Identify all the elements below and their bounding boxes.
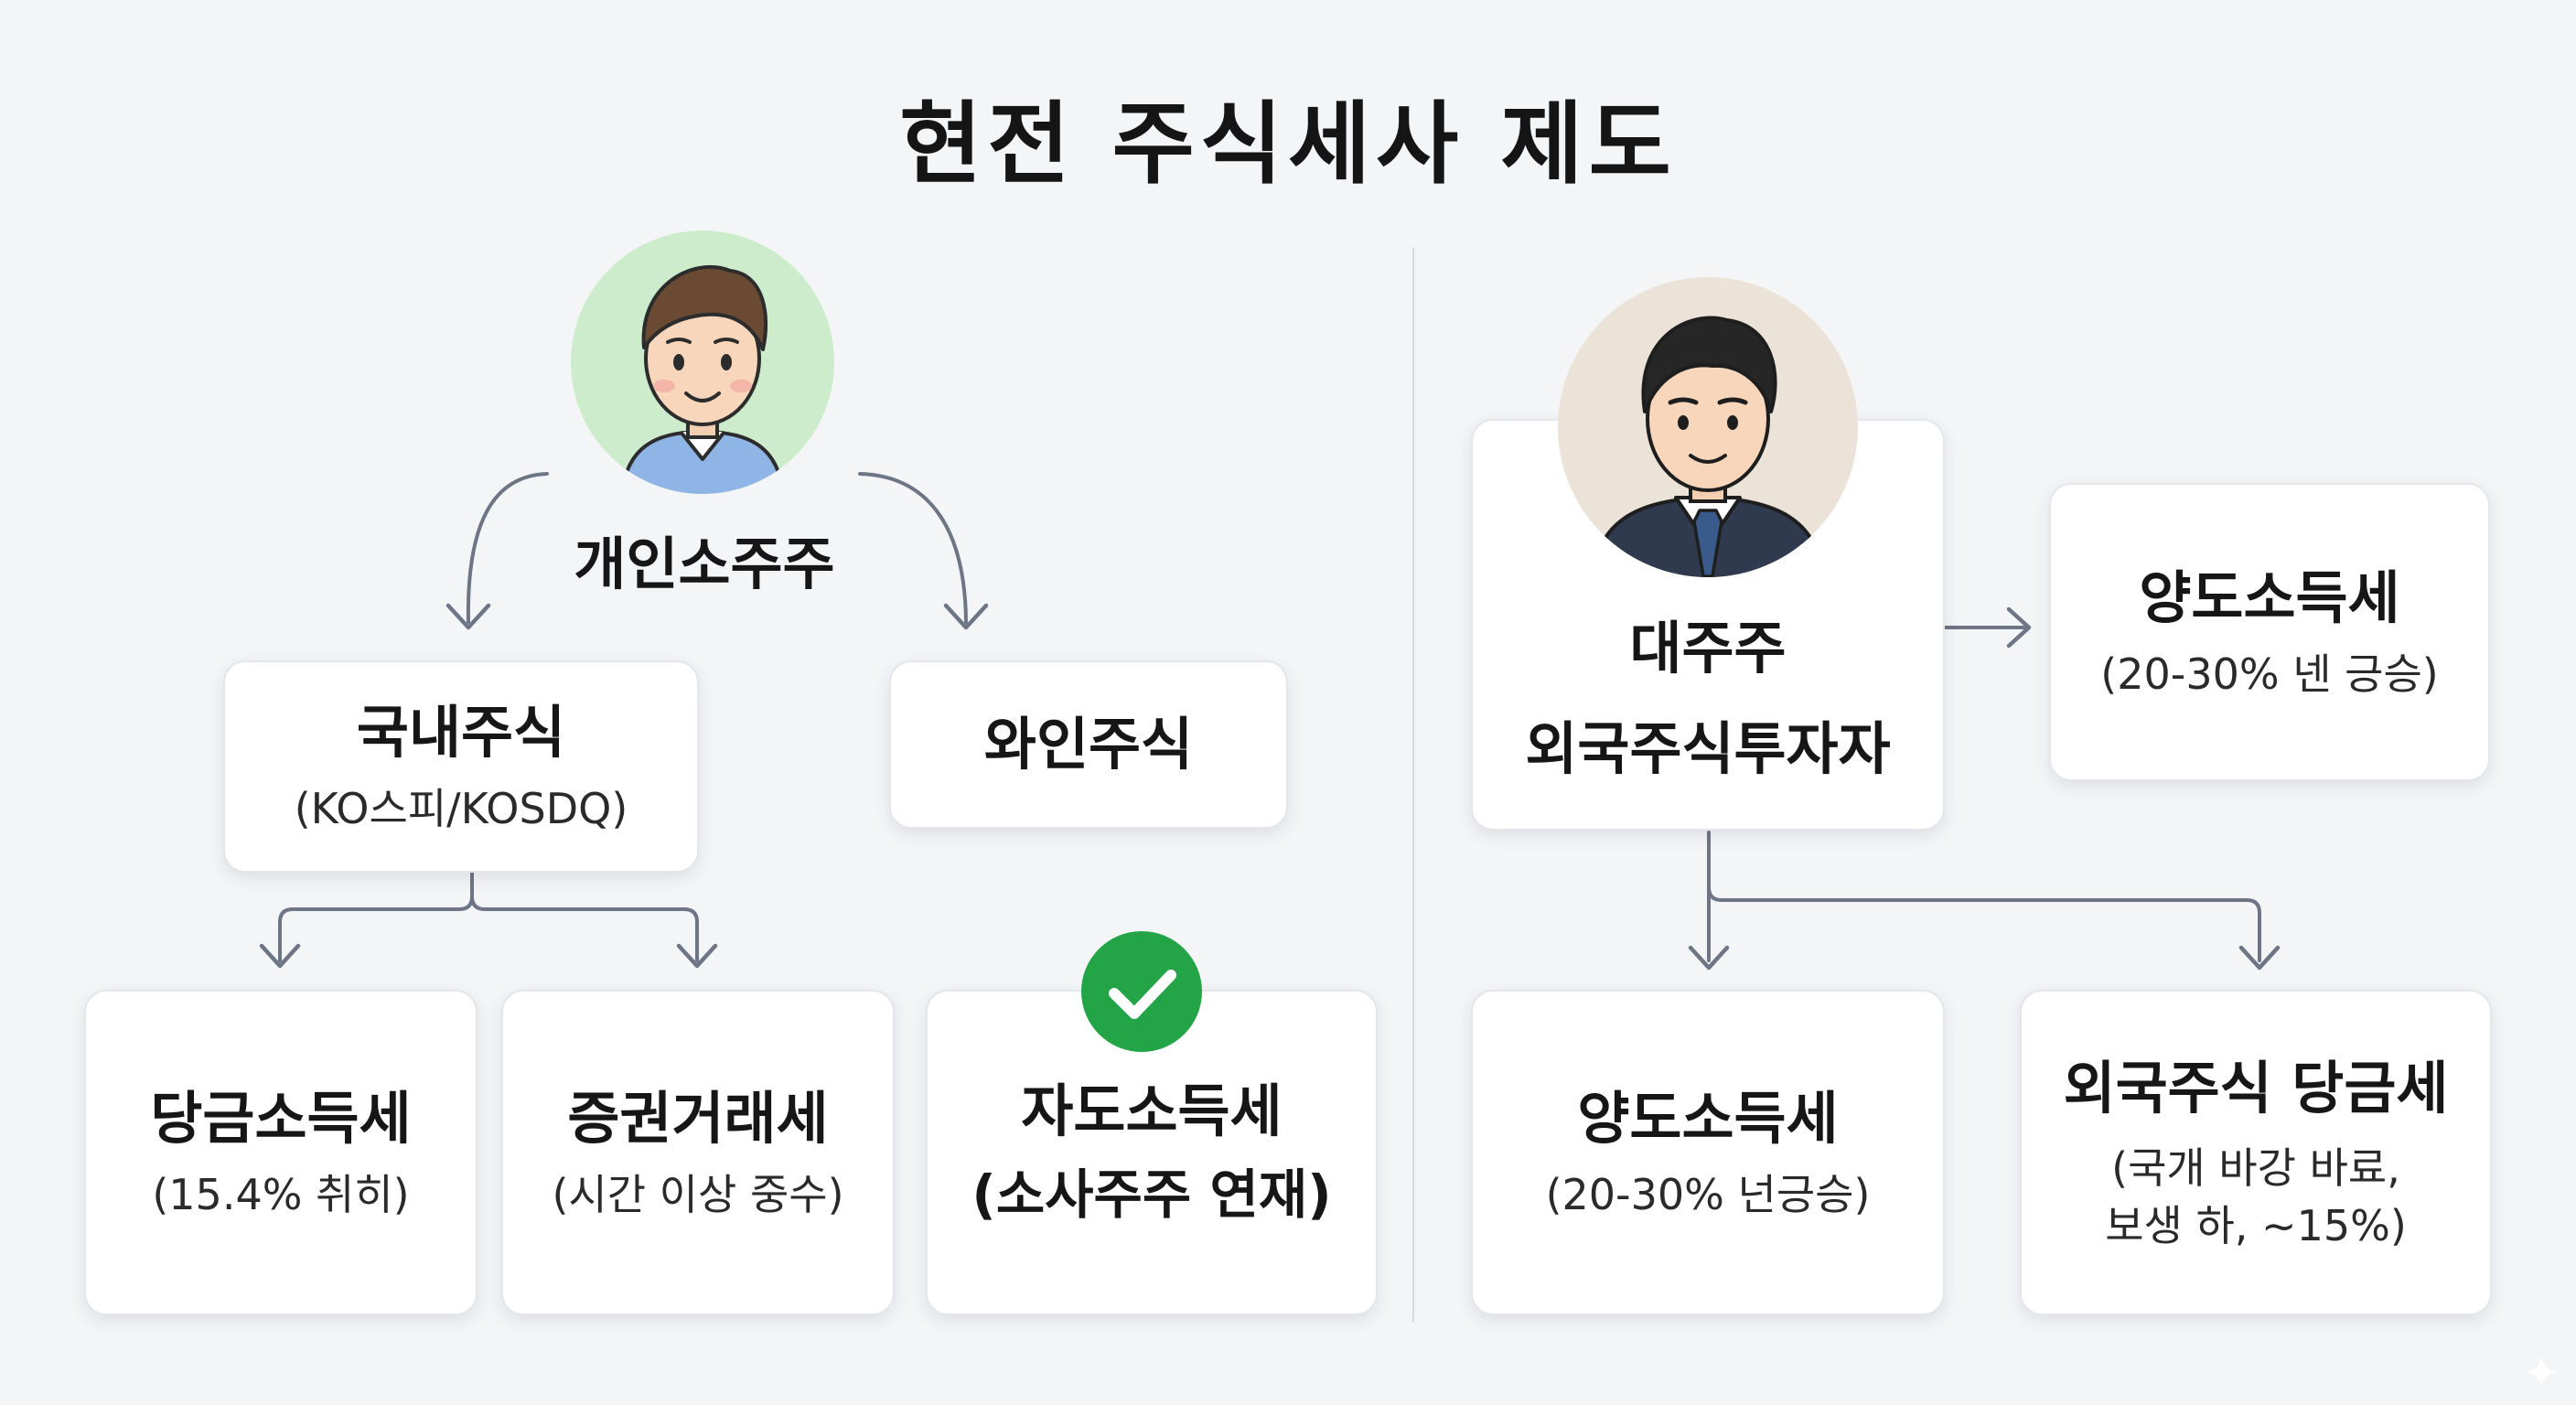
check-circle-icon — [1079, 929, 1204, 1054]
domestic-stock-title: 국내주식 — [357, 696, 565, 768]
domestic-stock-card: 국내주식 (KO스피/KOSDQ) — [223, 660, 699, 873]
capital-gains-tax-subtitle: (소사주주 연재) — [971, 1160, 1331, 1230]
casual-man-avatar-icon — [569, 229, 836, 496]
sparkle-icon — [2523, 1354, 2560, 1390]
foreign-dividend-tax-subtitle-line2: 보생 하, ~15%) — [2105, 1198, 2407, 1254]
businessman-avatar-icon — [1555, 274, 1861, 580]
foreign-dividend-tax-subtitle-line1: (국개 바강 바료, — [2111, 1141, 2400, 1196]
foreign-dividend-tax-card: 외국주식 당금세 (국개 바강 바료, 보생 하, ~15%) — [2020, 990, 2492, 1315]
foreign-dividend-tax-title: 외국주식 당금세 — [2064, 1052, 2449, 1124]
arrow-domestic-split — [280, 871, 472, 960]
major-capital-gains-tax-card: 양도소득세 (20-30% 넌긍승) — [1471, 990, 1945, 1315]
major-shareholder-title: 대주주 — [1629, 612, 1786, 684]
foreign-stock-investor-title: 외국주식투자자 — [1525, 713, 1890, 785]
dividend-income-tax-title: 당금소득세 — [150, 1082, 411, 1154]
major-capital-gains-tax-title: 양도소득세 — [1577, 1082, 1838, 1154]
foreign-stock-title: 와인주식 — [984, 708, 1193, 780]
domestic-stock-subtitle: (KO스피/KOSDQ) — [295, 781, 628, 837]
major-capital-gains-tax-top-card: 양도소득세 (20-30% 넨 긍승) — [2049, 483, 2490, 781]
dividend-income-tax-subtitle: (15.4% 취히) — [152, 1167, 409, 1223]
securities-transaction-tax-card: 증권거래세 (시간 이상 중수) — [501, 990, 895, 1315]
major-capital-gains-tax-top-title: 양도소득세 — [2139, 562, 2399, 634]
securities-transaction-tax-title: 증권거래세 — [567, 1082, 828, 1154]
individual-shareholder-label: 개인소주주 — [521, 518, 887, 600]
major-capital-gains-tax-subtitle: (20-30% 넌긍승) — [1546, 1167, 1871, 1223]
major-capital-gains-tax-top-subtitle: (20-30% 넨 긍승) — [2100, 647, 2438, 702]
foreign-stock-card: 와인주식 — [889, 660, 1288, 829]
dividend-income-tax-card: 당금소득세 (15.4% 취히) — [84, 990, 478, 1315]
arrow-major-split-right — [1709, 887, 2259, 960]
securities-transaction-tax-subtitle: (시간 이상 중수) — [552, 1167, 843, 1223]
arrow-domestic-split-right — [472, 896, 697, 960]
capital-gains-tax-title: 자도소득세 — [1021, 1075, 1282, 1147]
